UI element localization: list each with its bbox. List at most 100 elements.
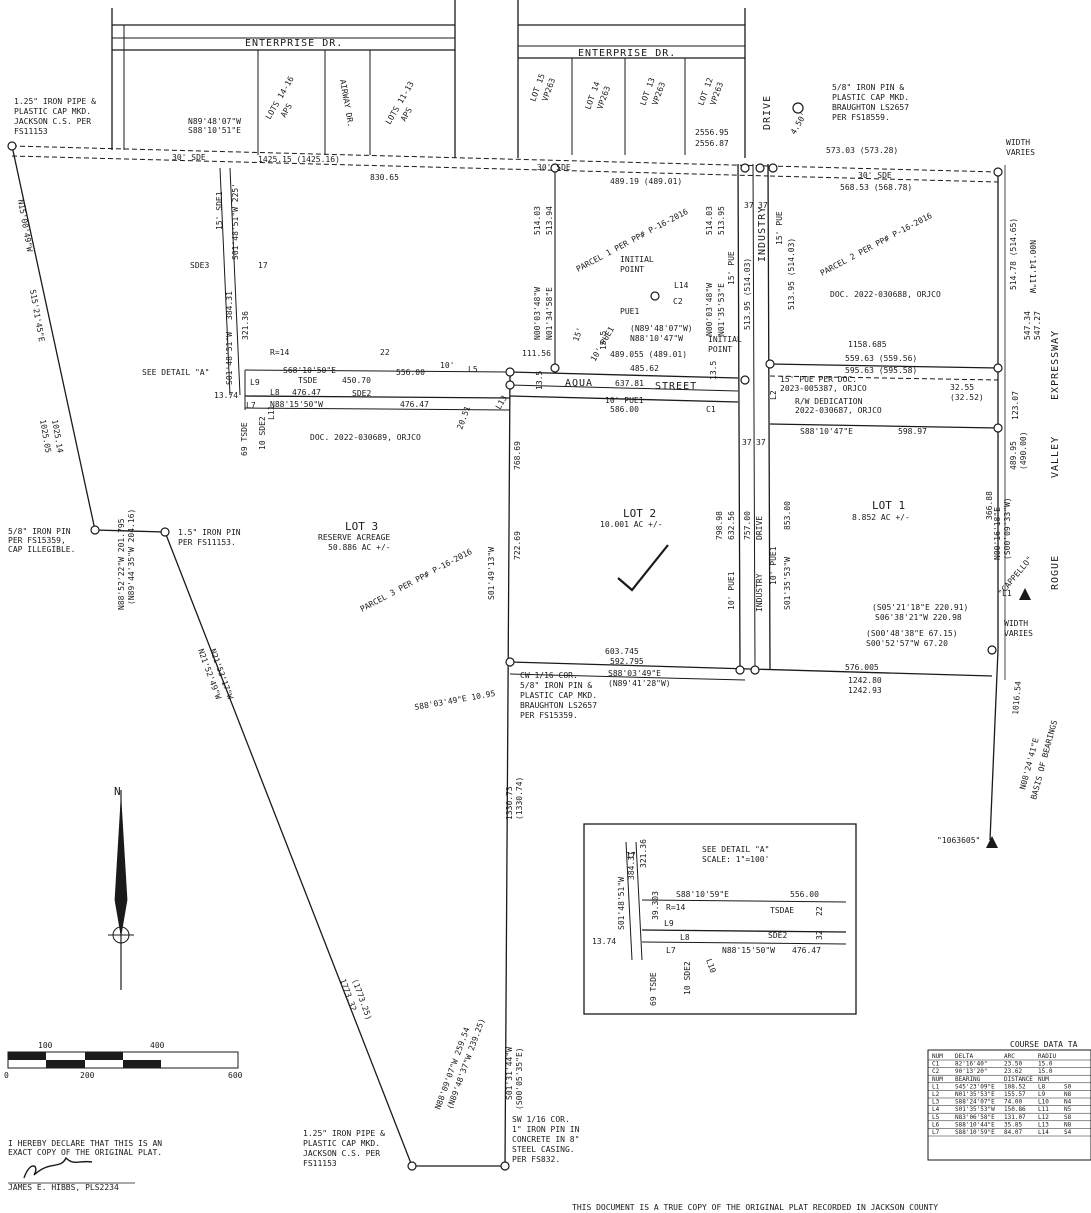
note-initial-point-4: POINT [708,345,732,354]
boundary-lines [11,145,1006,1167]
note-pin-mid-1: 1.5" IRON PIN [178,528,241,537]
pin-cw [505,657,515,667]
pin-initial-point [650,291,660,301]
table-cell: N83'06'58"E [955,1114,995,1121]
detail-tsdae: TSDAE [770,906,794,915]
pin-n2 [550,363,560,373]
dim-514-c: 513.95 (514.03) [743,258,752,330]
dim-r14: R=14 [270,348,289,357]
dim-490: (490.00) [1019,431,1028,470]
pin-mid [160,527,170,537]
table-cell: S01'35'53"W [955,1106,995,1113]
dim-15-5: 15.5 [599,331,608,350]
dim-10: 10' [440,361,454,370]
dim-603: 603.745 [605,647,639,656]
dim-514-d: 513.95 (514.03) [787,238,796,310]
dim-1016: 1016.54 [1011,681,1023,716]
note-pipe-s-2: PLASTIC CAP MKD. [303,1139,380,1148]
dim-s68: S68'10'50"E [283,366,336,375]
road-drive-south: DRIVE [755,516,764,540]
cappello-triangle [1019,588,1031,600]
detail-22: 22 [815,906,824,916]
pin-e3 [987,645,997,655]
pin-industry-s1 [735,665,745,675]
dim-489-a: 489.19 (489.01) [610,177,682,186]
note-parcel-3: PARCEL 3 PER PP# P-16-2016 [359,547,474,614]
road-aqua: AQUA [565,378,593,389]
dim-l13: L13 [494,394,509,411]
note-pue-doc-2: 2023-005387, ORJCO [780,384,867,393]
lot-3-sub: RESERVE ACREAGE [318,533,390,542]
table-cell: 15.0 [1038,1061,1053,1068]
detail-384: 384.31 [627,851,636,880]
road-street: STREET [655,381,697,392]
dim-1330-b: (1330.74) [515,777,524,820]
pin-s [407,1161,417,1171]
dim-2556-a: 2556.95 [695,128,729,137]
road-industry-north: INDUSTRY [757,206,768,262]
dim-637: 637.81 [615,379,644,388]
pin-nw [7,141,17,151]
table-cell: N5 [1064,1106,1072,1113]
dim-22: 22 [380,348,390,357]
pin-lot1-nw [765,359,775,369]
dim-1242-a: 1242.80 [848,676,882,685]
pin-e1 [993,363,1003,373]
dim-s01-a: S01'48'51"W 225' [231,183,240,260]
table-cell: C1 [932,1061,940,1068]
note-cw-1: CW 1/16 COR. [520,671,578,680]
table-cell: S45'23'09"E [955,1083,995,1090]
note-monument: "1063605" [937,836,980,845]
footer-line: THIS DOCUMENT IS A TRUE COPY OF THE ORIG… [572,1203,938,1212]
dim-20: 20.51 [455,405,472,431]
table-cell: L9 [1038,1091,1046,1098]
dim-798: 798.98 [715,511,724,540]
dim-598: 598.97 [898,427,927,436]
detail-sde10: 10 SDE2 [683,961,692,995]
road-enterprise-west: ENTERPRISE DR. [245,38,343,49]
dim-547: 547.34 [1023,311,1032,340]
table-cell: 90'13'20" [955,1068,988,1075]
detail-32: 32 [815,930,824,940]
table-cell: 15.0 [1038,1068,1053,1075]
note-width-varies-1a: WIDTH [1006,138,1030,147]
table-cell: N8 [1064,1121,1072,1128]
dim-s00-a: (S00'09'33"W) [1003,497,1012,560]
dim-c2: C2 [673,297,683,306]
note-cw-2: 5/8" IRON PIN & [520,681,592,690]
dim-pue15-b: 15' PUE [775,211,784,245]
dim-830: 830.65 [370,173,399,182]
dim-485: 485.62 [630,364,659,373]
lot-3-area: 50.886 AC +/- [328,543,391,552]
detail-n88: N88'15'50"W [722,946,775,955]
table-cell: 155.57 [1004,1091,1026,1098]
north-arrow: N [108,785,134,990]
dim-514-b: 514.03 [705,206,714,235]
dim-111: 111.56 [522,349,551,358]
note-iron-pipe-nw-1: 1.25" IRON PIPE & [14,97,96,106]
dim-1025: 1025.05 [38,419,53,454]
north-roads: ENTERPRISE DR. ENTERPRISE DR. AIRWAY DR. [111,0,746,158]
dim-c1: C1 [706,405,716,414]
road-valley: VALLEY [1050,436,1061,478]
declaration-1: I HEREBY DECLARE THAT THIS IS AN [8,1139,162,1148]
dim-l14: L14 [674,281,689,290]
dim-tsde: TSDE [298,376,317,385]
lot-1-area: 8.852 AC +/- [852,513,910,522]
detail-321: 321.36 [639,839,648,868]
dim-489-c: 489.95 [1009,441,1018,470]
pin-aqua-e [740,375,750,385]
detail-476: 476.47 [792,946,821,955]
detail-tsde69: 69 TSDE [649,972,658,1006]
road-rogue: ROGUE [1050,555,1061,590]
note-sw-3: CONCRETE IN 8" [512,1135,579,1144]
pin-n1 [550,163,560,173]
dim-13-5-b: 13.5 [709,361,718,380]
dim-sde1: 15' SDE1 [215,191,224,230]
dim-384: 384.31 [225,291,234,320]
